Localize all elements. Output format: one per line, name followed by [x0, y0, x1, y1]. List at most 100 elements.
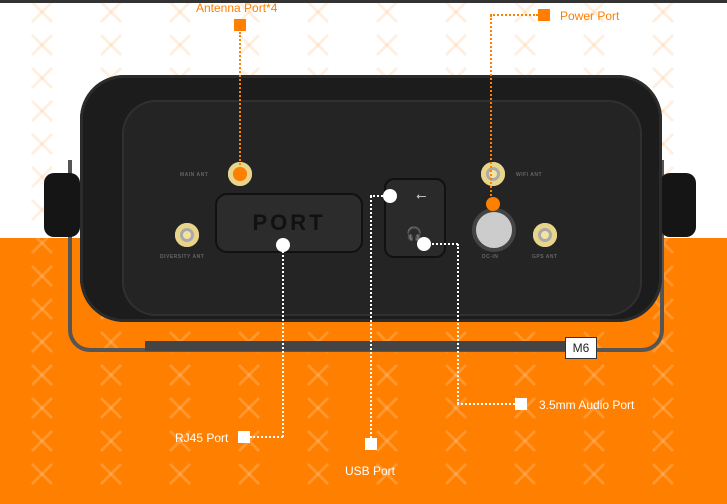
x-pattern-mark: [306, 363, 330, 387]
x-pattern-mark: [375, 429, 399, 453]
main-ant-label: MAIN ANT: [180, 172, 209, 178]
x-pattern-mark: [444, 396, 468, 420]
x-pattern-mark: [30, 132, 54, 156]
x-pattern-mark: [651, 363, 675, 387]
x-pattern-mark: [168, 33, 192, 57]
x-pattern-mark: [99, 363, 123, 387]
audio-leader-h1: [424, 243, 458, 245]
x-pattern-mark: [237, 363, 261, 387]
x-pattern-mark: [237, 0, 261, 24]
x-pattern-mark: [651, 429, 675, 453]
x-pattern-mark: [651, 462, 675, 486]
rj45-marker-square: [238, 431, 250, 443]
x-pattern-mark: [306, 33, 330, 57]
rj45-marker-dot: [276, 238, 290, 252]
x-pattern-mark: [444, 0, 468, 24]
bracket-m6-label: M6: [565, 337, 597, 359]
power-marker-dot: [486, 197, 500, 211]
x-pattern-mark: [513, 0, 537, 24]
x-pattern-mark: [30, 66, 54, 90]
x-pattern-mark: [99, 462, 123, 486]
x-pattern-mark: [30, 33, 54, 57]
x-pattern-mark: [30, 396, 54, 420]
x-pattern-mark: [651, 396, 675, 420]
x-pattern-mark: [444, 462, 468, 486]
usb-port-callout: USB Port: [345, 464, 396, 478]
x-pattern-mark: [30, 165, 54, 189]
usb-leader-v: [370, 196, 372, 438]
x-pattern-mark: [513, 429, 537, 453]
x-pattern-mark: [444, 462, 468, 486]
x-pattern-mark: [30, 99, 54, 123]
x-pattern-mark: [651, 363, 675, 387]
x-pattern-mark: [30, 330, 54, 354]
audio-leader-v: [457, 244, 459, 404]
x-pattern-mark: [651, 462, 675, 486]
x-pattern-mark: [30, 66, 54, 90]
x-pattern-mark: [168, 429, 192, 453]
x-pattern-mark: [30, 363, 54, 387]
x-pattern-mark: [30, 429, 54, 453]
rj45-leader-h: [250, 436, 283, 438]
rj45-port-callout: RJ45 Port: [175, 431, 229, 445]
x-pattern-mark: [375, 33, 399, 57]
x-pattern-mark: [30, 264, 54, 288]
x-pattern-mark: [168, 363, 192, 387]
x-pattern-mark: [651, 429, 675, 453]
antenna-leader-line: [239, 32, 241, 172]
gps-ant-label: GPS ANT: [532, 254, 558, 260]
rear-panel: [122, 100, 642, 316]
x-pattern-mark: [30, 462, 54, 486]
x-pattern-mark: [513, 0, 537, 24]
x-pattern-mark: [306, 0, 330, 24]
x-pattern-mark: [237, 363, 261, 387]
power-leader-h: [490, 14, 538, 16]
antenna-marker-square: [234, 19, 246, 31]
dc-in-label: DC-IN: [482, 254, 499, 260]
audio-leader-h2: [457, 403, 515, 405]
x-pattern-mark: [375, 429, 399, 453]
x-pattern-mark: [237, 396, 261, 420]
x-pattern-mark: [582, 429, 606, 453]
x-pattern-mark: [30, 429, 54, 453]
x-pattern-mark: [30, 462, 54, 486]
x-pattern-mark: [375, 363, 399, 387]
x-pattern-mark: [237, 0, 261, 24]
wifi-antenna-port: [481, 162, 505, 186]
x-pattern-mark: [306, 462, 330, 486]
wifi-ant-label: WIFI ANT: [516, 172, 543, 178]
x-pattern-mark: [99, 33, 123, 57]
right-mount-knob: [660, 173, 696, 237]
x-pattern-mark: [168, 396, 192, 420]
x-pattern-mark: [375, 0, 399, 24]
usb-leader-h: [370, 195, 390, 197]
x-pattern-mark: [582, 396, 606, 420]
x-pattern-mark: [99, 429, 123, 453]
x-pattern-mark: [444, 429, 468, 453]
x-pattern-mark: [651, 66, 675, 90]
x-pattern-mark: [99, 33, 123, 57]
x-pattern-mark: [513, 429, 537, 453]
x-pattern-mark: [30, 231, 54, 255]
x-pattern-mark: [651, 33, 675, 57]
x-pattern-mark: [513, 363, 537, 387]
x-pattern-mark: [168, 33, 192, 57]
x-pattern-mark: [444, 429, 468, 453]
x-pattern-mark: [168, 363, 192, 387]
x-pattern-mark: [30, 297, 54, 321]
top-bar: [0, 0, 727, 3]
x-pattern-mark: [444, 363, 468, 387]
x-pattern-mark: [306, 363, 330, 387]
x-pattern-mark: [582, 462, 606, 486]
usb-marker-dot: [383, 189, 397, 203]
x-pattern-mark: [444, 396, 468, 420]
x-pattern-mark: [582, 396, 606, 420]
usb-icon: ⭠: [416, 188, 427, 203]
x-pattern-mark: [168, 396, 192, 420]
gps-antenna-port: [533, 223, 557, 247]
x-pattern-mark: [582, 363, 606, 387]
x-pattern-mark: [513, 462, 537, 486]
headphone-icon: 🎧: [406, 226, 423, 241]
x-pattern-mark: [30, 0, 54, 24]
x-pattern-mark: [237, 396, 261, 420]
